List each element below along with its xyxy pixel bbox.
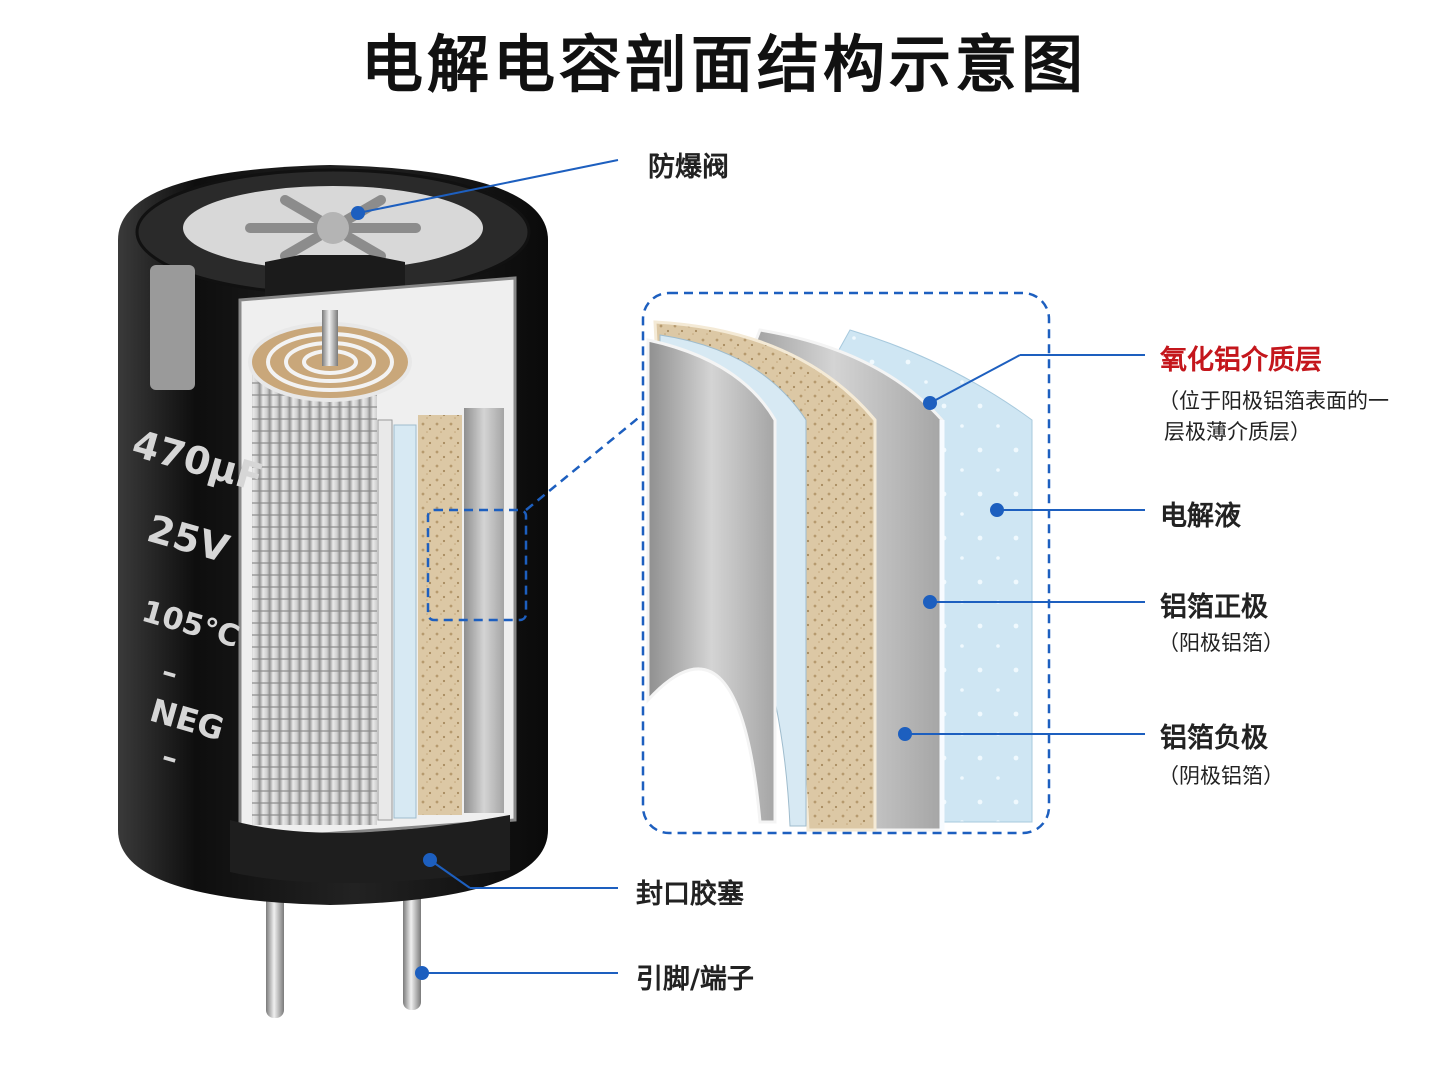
winding-element (252, 370, 377, 825)
label-seal: 封口胶塞 (636, 879, 744, 910)
label-oxide-note-1: （位于阳极铝箔表面的一 (1158, 389, 1389, 413)
label-anode: 铝箔正极 (1160, 592, 1268, 623)
diagram-title: 电解电容剖面结构示意图 (360, 28, 1087, 101)
leader-lines (351, 159, 1145, 980)
cathode-foil-layer (646, 338, 777, 824)
label-cathode: 铝箔负极 (1160, 723, 1268, 754)
label-vent: 防爆阀 (648, 152, 729, 183)
label-oxide-note-2: 层极薄介质层） (1164, 420, 1311, 444)
label-oxide-layer: 氧化铝介质层 (1160, 345, 1322, 376)
label-anode-note: （阳极铝箔） (1158, 631, 1284, 655)
label-electrolyte: 电解液 (1160, 501, 1241, 532)
label-cathode-note: （阴极铝箔） (1158, 764, 1284, 788)
zoom-region (426, 508, 528, 622)
lead-pin-left (266, 880, 284, 1018)
magnified-layer-panel (641, 291, 1051, 835)
lead-pin-right (403, 880, 421, 1010)
capacitor-body: 470μF 25V 105°C – NEG – (118, 165, 649, 1018)
sleeve-stripe (150, 265, 195, 390)
label-leads: 引脚/端子 (636, 964, 754, 995)
